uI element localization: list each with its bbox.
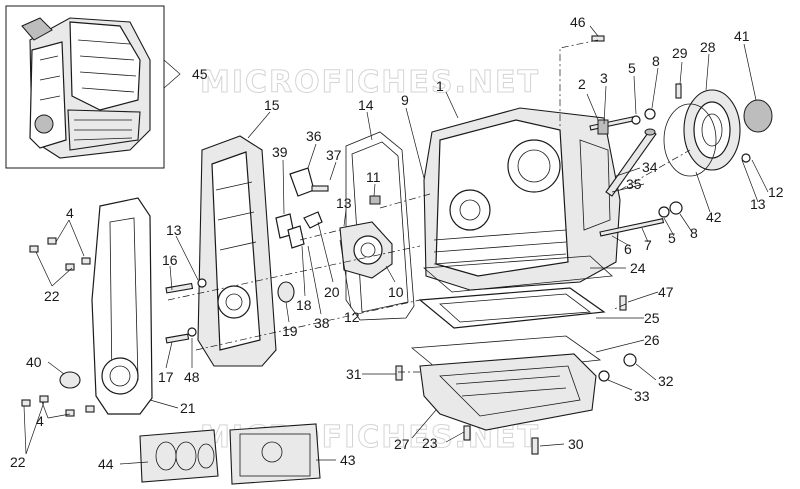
part-oil-sump (419, 353, 597, 431)
callout-33: 33 (634, 388, 650, 404)
part-nut-lower (669, 201, 683, 215)
callout-38: 38 (314, 315, 330, 331)
part-timing-gasket (345, 131, 415, 321)
callout-34: 34 (642, 159, 658, 175)
part-oil-dipstick (605, 128, 657, 197)
watermark-top: MICROFICHES.NET (200, 65, 540, 100)
part-oil-seal-19 (277, 281, 295, 303)
callout-14: 14 (358, 97, 374, 113)
callout-24: 24 (630, 260, 646, 276)
callout-20: 20 (324, 284, 340, 300)
callout-4-lower: 4 (36, 413, 44, 429)
callout-40: 40 (26, 354, 42, 370)
callout-44: 44 (98, 456, 114, 472)
callout-42: 42 (706, 209, 722, 225)
callout-32: 32 (658, 373, 674, 389)
callout-41: 41 (734, 28, 750, 44)
part-washers-lower (658, 206, 670, 218)
callout-5-upper: 5 (628, 60, 636, 76)
callout-46: 46 (570, 14, 586, 30)
callout-1: 1 (436, 78, 444, 94)
callout-3: 3 (600, 70, 608, 86)
callout-21: 21 (180, 400, 196, 416)
callout-27: 27 (394, 436, 410, 452)
callout-22-lower: 22 (10, 454, 26, 470)
part-seal-kit (139, 429, 219, 483)
callout-2: 2 (578, 76, 586, 92)
part-rear-seal (743, 99, 773, 133)
part-sensor-bracket (275, 167, 329, 249)
callout-45: 45 (192, 66, 208, 82)
callout-22-upper: 22 (44, 288, 60, 304)
callout-18: 18 (296, 297, 312, 313)
callout-25: 25 (644, 310, 660, 326)
callout-31: 31 (346, 366, 362, 382)
callout-30: 30 (568, 436, 584, 452)
callout-36: 36 (306, 128, 322, 144)
callout-13-center: 13 (336, 195, 352, 211)
callout-7: 7 (644, 237, 652, 253)
part-studs (589, 108, 665, 237)
callout-37: 37 (326, 147, 342, 163)
leader-lines (23, 25, 769, 465)
callout-6: 6 (624, 241, 632, 257)
callout-5-lower: 5 (668, 230, 676, 246)
callout-12-center: 12 (344, 309, 360, 325)
callout-13-right: 13 (750, 196, 766, 212)
callout-43: 43 (340, 452, 356, 468)
part-flange-screws (741, 153, 751, 163)
callout-12-right: 12 (768, 184, 784, 200)
callout-39: 39 (272, 144, 288, 160)
part-crankcase (423, 107, 621, 291)
callout-4-upper: 4 (66, 205, 74, 221)
inset-engine-overview (5, 5, 165, 169)
part-gasket-kit (229, 423, 321, 485)
callout-8-lower: 8 (690, 225, 698, 241)
callout-48: 48 (184, 369, 200, 385)
callout-8-upper: 8 (652, 53, 660, 69)
part-timing-cover-outer (91, 197, 153, 415)
assembly-lines (167, 39, 691, 373)
callout-47: 47 (658, 284, 674, 300)
callout-29: 29 (672, 45, 688, 61)
part-cover-plug (59, 371, 81, 389)
callout-15: 15 (264, 97, 280, 113)
part-rear-flange (663, 89, 741, 177)
part-sump-gasket-upper (423, 255, 613, 293)
callout-17: 17 (158, 369, 174, 385)
part-sump-plate (418, 287, 606, 329)
callout-11: 11 (366, 169, 381, 185)
callout-26: 26 (644, 332, 660, 348)
part-pin (675, 83, 682, 99)
part-timing-cover-inner (197, 135, 277, 367)
callout-10: 10 (388, 284, 404, 300)
part-small-screws (21, 237, 95, 417)
callout-23: 23 (422, 435, 438, 451)
part-cover-bolts (165, 278, 207, 344)
callout-19: 19 (282, 323, 298, 339)
part-sump-bolts (395, 295, 637, 455)
part-bearing-flange (339, 195, 393, 279)
callout-28: 28 (700, 39, 716, 55)
callout-9: 9 (401, 92, 409, 108)
callout-16: 16 (162, 252, 178, 268)
callout-labels: 45 46 1 2 3 5 8 29 28 41 15 14 9 36 39 3… (10, 14, 784, 472)
callout-13-left: 13 (166, 222, 182, 238)
callout-35: 35 (626, 176, 642, 192)
